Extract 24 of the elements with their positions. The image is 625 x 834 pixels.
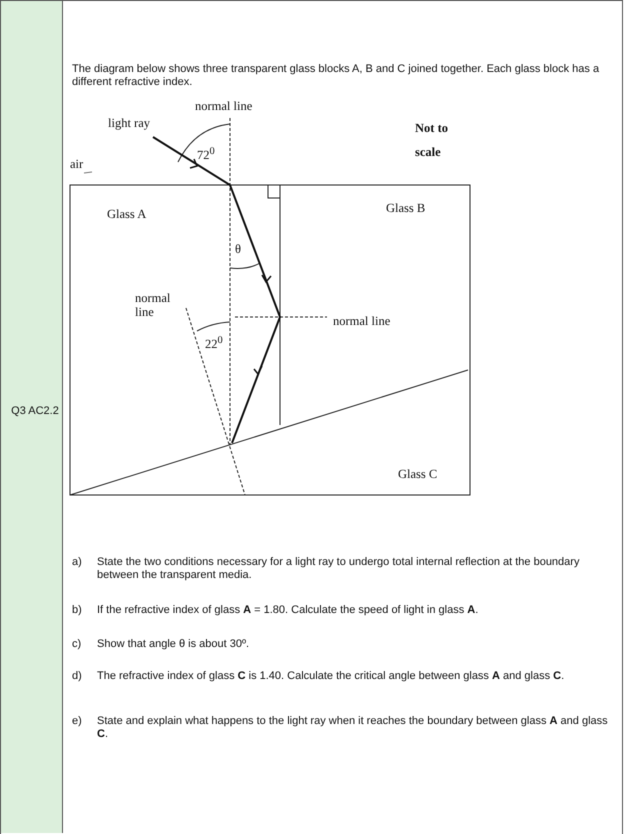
intro-text: The diagram below shows three transparent glass blocks A, B and C joined together. Each glass block has a different refractive index. (72, 63, 600, 89)
angle-label: 72$^{0}$ (197, 145, 215, 164)
question-letter: d) (72, 670, 83, 683)
question-text: Show that angle θ is about 30º. (97, 638, 250, 651)
diagram-label: light ray (108, 116, 150, 131)
question-text: If the refractive index of glass A = 1.80. Calculate the speed of light in glass A. (97, 604, 480, 617)
diagram-label: normal line (333, 314, 390, 329)
note-text: Not to scale (415, 120, 449, 161)
diagram-label: normal line (195, 99, 252, 114)
question-text: State the two conditions necessary for a light ray to undergo total internal reflection at the boundary between the transparent media. (97, 556, 580, 582)
diagram-label: Glass C (398, 467, 438, 482)
diagram-label: air (70, 157, 84, 172)
angle-label: θ (235, 242, 241, 257)
question-text: The refractive index of glass C is 1.40. Calculate the critical angle between glass A and glass C. (97, 670, 566, 683)
question-number: Q3 AC2.2 (10, 405, 60, 418)
question-letter: e) (72, 715, 83, 728)
question-letter: b) (72, 604, 83, 617)
angle-label: 22$^{0}$ (205, 334, 223, 352)
question-text: State and explain what happens to the light ray when it reaches the boundary between glass A and glass C. (97, 715, 609, 741)
question-letter: a) (72, 556, 83, 569)
diagram-label: Glass B (386, 201, 426, 216)
question-letter: c) (72, 638, 82, 651)
diagram-label: Glass A (107, 207, 146, 222)
diagram-label: normal line (135, 291, 172, 319)
